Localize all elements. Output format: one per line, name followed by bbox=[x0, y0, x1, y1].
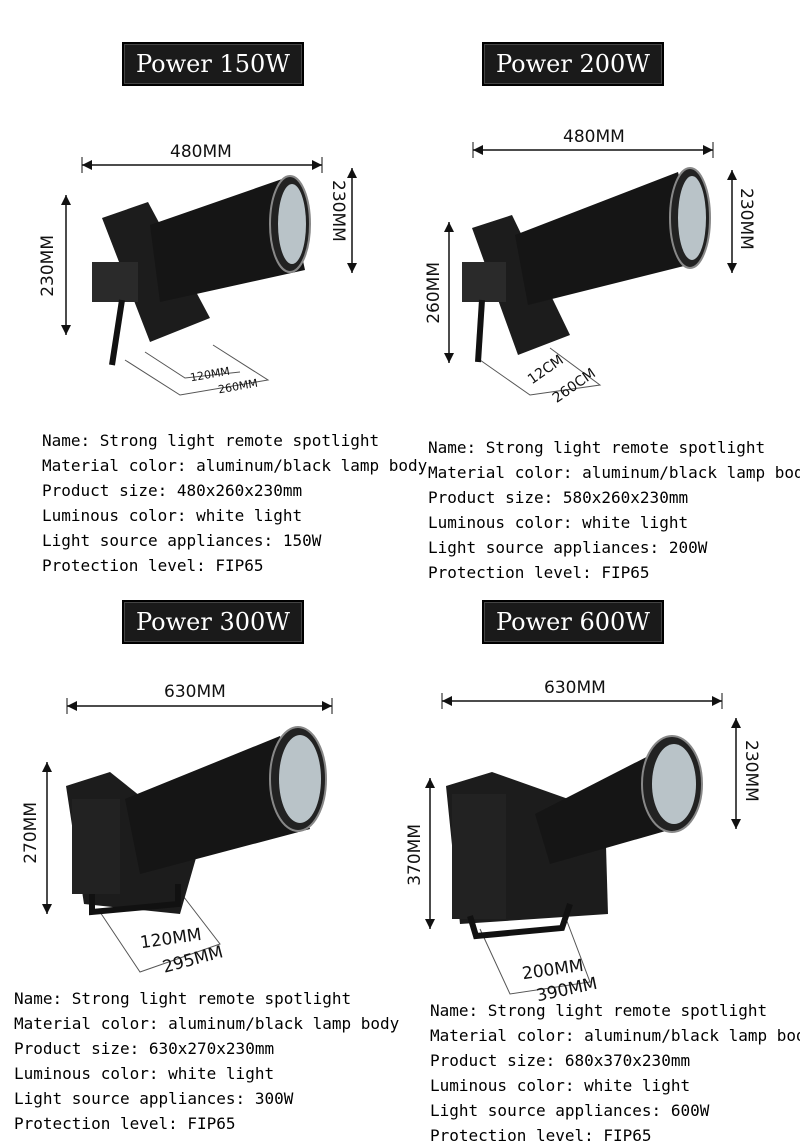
spec-name: Name: Strong light remote spotlight bbox=[14, 989, 352, 1008]
height-dimension-label: 230MM bbox=[38, 235, 58, 297]
spec-material: Material color: aluminum/black lamp body bbox=[42, 456, 428, 475]
spec-power: Light source appliances: 600W bbox=[430, 1101, 710, 1120]
spec-list: Name: Strong light remote spotlight Mate… bbox=[14, 986, 399, 1136]
spec-size: Product size: 580x260x230mm bbox=[428, 488, 689, 507]
depth-dimension-label: 230MM bbox=[328, 180, 348, 242]
height-dimension-label: 270MM bbox=[21, 802, 41, 864]
dimension-lines bbox=[444, 142, 737, 396]
spotlight-image bbox=[446, 735, 703, 940]
spec-power: Light source appliances: 300W bbox=[14, 1089, 294, 1108]
product-panel-600w: Power 600W 630MM 230MM 370MM 200MM 390MM… bbox=[400, 574, 800, 1148]
spec-protection: Protection level: FIP65 bbox=[42, 556, 264, 575]
spotlight-image bbox=[462, 167, 711, 363]
power-badge: Power 600W bbox=[482, 600, 664, 644]
spec-name: Name: Strong light remote spotlight bbox=[430, 1001, 768, 1020]
spec-power: Light source appliances: 150W bbox=[42, 531, 322, 550]
spec-list: Name: Strong light remote spotlight Mate… bbox=[428, 435, 800, 585]
dimension-lines bbox=[425, 693, 741, 995]
width-dimension-label: 480MM bbox=[170, 142, 232, 162]
spec-luminous: Luminous color: white light bbox=[42, 506, 303, 525]
width-dimension-label: 630MM bbox=[544, 678, 606, 698]
spec-protection: Protection level: FIP65 bbox=[428, 563, 650, 582]
spec-protection: Protection level: FIP65 bbox=[14, 1114, 236, 1133]
spec-size: Product size: 630x270x230mm bbox=[14, 1039, 275, 1058]
spec-name: Name: Strong light remote spotlight bbox=[428, 438, 766, 457]
spec-material: Material color: aluminum/black lamp body bbox=[428, 463, 800, 482]
dimension-lines bbox=[42, 698, 333, 973]
product-panel-300w: Power 300W 630MM 270MM 120MM 295MM Name:… bbox=[0, 574, 400, 1148]
product-panel-150w: Power 150W 480MM 230MM 230MM 120MM 260MM… bbox=[0, 0, 427, 575]
spotlight-image bbox=[66, 726, 327, 916]
spec-size: Product size: 680x370x230mm bbox=[430, 1051, 691, 1070]
spotlight-image bbox=[92, 175, 311, 366]
spec-name: Name: Strong light remote spotlight bbox=[42, 431, 380, 450]
spec-material: Material color: aluminum/black lamp body bbox=[14, 1014, 400, 1033]
depth-dimension-label: 230MM bbox=[736, 188, 756, 250]
power-badge: Power 150W bbox=[122, 42, 304, 86]
product-panel-200w: Power 200W 480MM 230MM 260MM 12CM 260CM … bbox=[400, 0, 800, 582]
spec-list: Name: Strong light remote spotlight Mate… bbox=[430, 998, 800, 1148]
spec-luminous: Luminous color: white light bbox=[428, 513, 689, 532]
power-badge: Power 300W bbox=[122, 600, 304, 644]
spec-size: Product size: 480x260x230mm bbox=[42, 481, 303, 500]
spec-protection: Protection level: FIP65 bbox=[430, 1126, 652, 1145]
height-dimension-label: 370MM bbox=[405, 824, 425, 886]
width-dimension-label: 480MM bbox=[563, 127, 625, 147]
spec-material: Material color: aluminum/black lamp body bbox=[430, 1026, 800, 1045]
dimension-lines bbox=[61, 157, 357, 396]
spec-list: Name: Strong light remote spotlight Mate… bbox=[42, 428, 427, 578]
height-dimension-label: 260MM bbox=[424, 262, 444, 324]
power-badge: Power 200W bbox=[482, 42, 664, 86]
spec-power: Light source appliances: 200W bbox=[428, 538, 708, 557]
depth-dimension-label: 230MM bbox=[741, 740, 761, 802]
width-dimension-label: 630MM bbox=[164, 682, 226, 702]
spec-luminous: Luminous color: white light bbox=[430, 1076, 691, 1095]
spec-luminous: Luminous color: white light bbox=[14, 1064, 275, 1083]
